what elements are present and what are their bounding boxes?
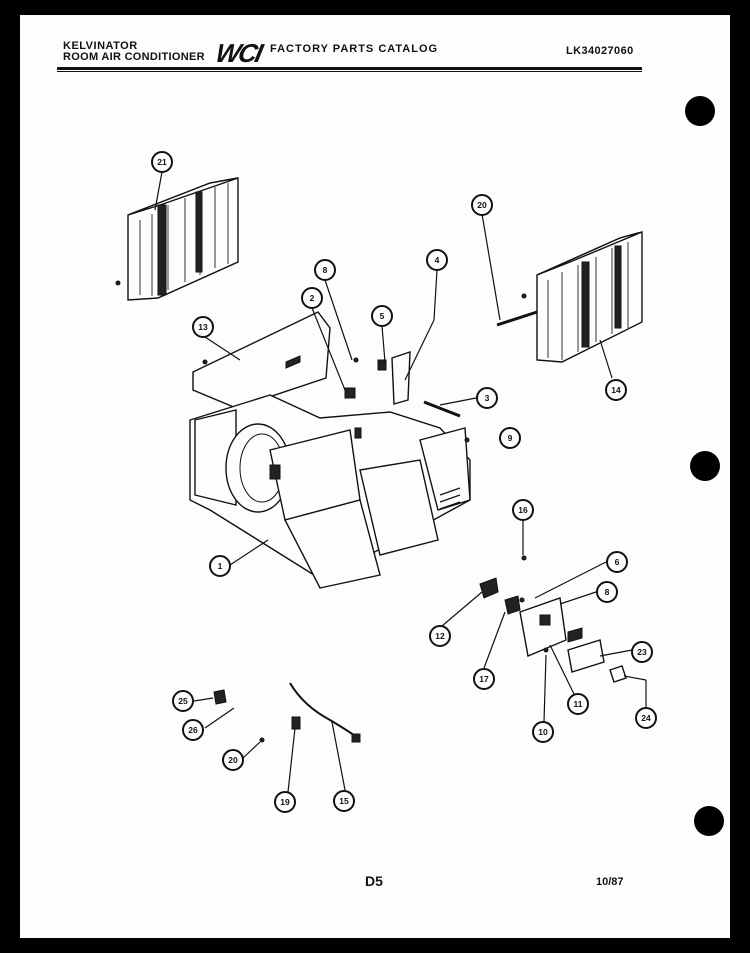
leader-lines xyxy=(154,171,647,793)
callout-8: 8 xyxy=(596,581,618,603)
svg-text:17: 17 xyxy=(479,674,489,684)
svg-text:2: 2 xyxy=(310,293,315,303)
catalog-title: FACTORY PARTS CATALOG xyxy=(270,43,439,55)
callout-13: 12 xyxy=(429,625,451,647)
power-cord-drawing xyxy=(213,682,361,743)
binder-hole-top xyxy=(685,96,715,126)
callout-23: 23 xyxy=(631,641,653,663)
top-panel-drawing xyxy=(192,311,331,409)
svg-text:4: 4 xyxy=(435,255,440,265)
svg-text:23: 23 xyxy=(637,647,647,657)
callout-24: 24 xyxy=(635,707,657,729)
svg-text:6: 6 xyxy=(615,557,620,567)
catalog-number: LK34027060 xyxy=(566,45,634,57)
callout-1: 1 xyxy=(209,555,231,577)
header-rule-thin xyxy=(57,71,642,72)
svg-text:19: 19 xyxy=(280,797,290,807)
product-line: ROOM AIR CONDITIONER xyxy=(63,51,205,63)
svg-text:26: 26 xyxy=(188,725,198,735)
callout-11: 10 xyxy=(532,721,554,743)
callout-4: 4 xyxy=(426,249,448,271)
svg-text:13: 13 xyxy=(198,322,208,332)
condenser-coil-drawing xyxy=(496,231,643,363)
callout-5: 5 xyxy=(371,305,393,327)
callout-21: 21 xyxy=(151,151,173,173)
binder-hole-bottom xyxy=(694,806,724,836)
brand-name: KELVINATOR xyxy=(63,40,138,52)
svg-text:25: 25 xyxy=(178,696,188,706)
svg-text:11: 11 xyxy=(574,699,583,709)
callout-19: 19 xyxy=(274,791,296,813)
cabinet-base-drawing xyxy=(189,394,471,589)
callout-25: 25 xyxy=(172,690,194,712)
callout-20b: 20 xyxy=(222,749,244,771)
svg-text:15: 15 xyxy=(339,796,349,806)
callout-15: 14 xyxy=(605,379,627,401)
svg-text:16: 16 xyxy=(518,505,528,515)
callout-2: 2 xyxy=(301,287,323,309)
callout-3: 3 xyxy=(476,387,498,409)
svg-text:21: 21 xyxy=(157,157,167,167)
callout-14: 13 xyxy=(192,316,214,338)
callout-10: 9 xyxy=(499,427,521,449)
svg-text:12: 12 xyxy=(435,631,445,641)
svg-text:9: 9 xyxy=(508,433,513,443)
svg-text:14: 14 xyxy=(611,385,621,395)
svg-text:24: 24 xyxy=(641,713,651,723)
page-number: D5 xyxy=(365,873,383,889)
svg-text:1: 1 xyxy=(218,561,223,571)
svg-text:5: 5 xyxy=(380,311,385,321)
svg-text:20: 20 xyxy=(228,755,238,765)
small-components-drawing xyxy=(344,351,470,443)
callout-6: 6 xyxy=(606,551,628,573)
callout-16: 15 xyxy=(333,790,355,812)
svg-text:10: 10 xyxy=(538,727,548,737)
svg-text:20: 20 xyxy=(477,200,487,210)
svg-text:8: 8 xyxy=(605,587,610,597)
date-code: 10/87 xyxy=(596,876,624,888)
callout-9: 8 xyxy=(314,259,336,281)
svg-text:8: 8 xyxy=(323,265,328,275)
callout-26: 26 xyxy=(182,719,204,741)
header-rule xyxy=(57,67,642,70)
control-assembly-drawing xyxy=(479,555,627,683)
callout-18: 17 xyxy=(473,668,495,690)
callout-20: 20 xyxy=(471,194,493,216)
binder-hole-middle xyxy=(690,451,720,481)
svg-text:3: 3 xyxy=(485,393,490,403)
evaporator-coil-drawing xyxy=(115,177,239,301)
callout-17: 16 xyxy=(512,499,534,521)
callout-12: 11 xyxy=(567,693,589,715)
